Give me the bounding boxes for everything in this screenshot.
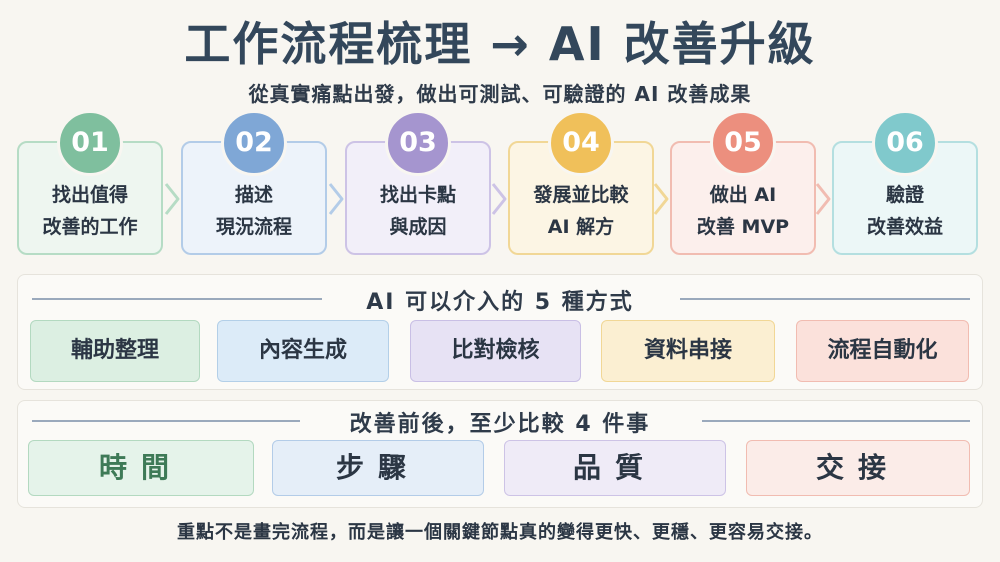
footer-note: 重點不是畫完流程，而是讓一個關鍵節點真的變得更快、更穩、更容易交接。 <box>177 522 823 543</box>
step-label-line2: AI 解方 <box>547 216 615 238</box>
ai-way-item: 資料串接 <box>601 320 775 382</box>
chevron-right-icon <box>815 183 831 215</box>
step-label-line1: 找出值得 <box>51 184 128 206</box>
step-number-badge: 05 <box>710 110 776 176</box>
divider-line <box>32 420 300 422</box>
step-number-badge: 01 <box>57 110 123 176</box>
step-label-line1: 做出 AI <box>709 184 777 206</box>
step-label-line2: 改善 MVP <box>696 216 790 238</box>
step-label: 找出值得 改善的工作 <box>19 179 161 243</box>
ai-ways-heading: AI 可以介入的 5 種方式 <box>366 290 634 315</box>
page-title: 工作流程梳理 → AI 改善升級 <box>184 17 816 71</box>
step-label: 做出 AI 改善 MVP <box>672 179 814 243</box>
step-label-line2: 現況流程 <box>215 216 292 238</box>
page-subtitle: 從真實痛點出發，做出可測試、可驗證的 AI 改善成果 <box>248 82 752 106</box>
step-flow: 找出值得 改善的工作 描述 現況流程 找出卡點 與成因 發展並比較 AI 解方 … <box>0 0 1000 270</box>
chevron-right-icon <box>653 183 669 215</box>
compare-item: 步驟 <box>272 440 484 496</box>
step-number-badge: 06 <box>872 110 938 176</box>
step-label-line1: 找出卡點 <box>379 184 456 206</box>
step-label: 發展並比較 AI 解方 <box>510 179 652 243</box>
ai-way-item: 流程自動化 <box>796 320 969 382</box>
chevron-right-icon <box>328 183 344 215</box>
chevron-right-icon <box>164 183 180 215</box>
ai-way-item: 比對檢核 <box>410 320 581 382</box>
ai-way-item: 輔助整理 <box>30 320 200 382</box>
compare-heading: 改善前後，至少比較 4 件事 <box>349 412 651 437</box>
step-label-line2: 與成因 <box>389 216 447 238</box>
compare-item: 時間 <box>28 440 254 496</box>
step-number-badge: 03 <box>385 110 451 176</box>
step-label-line1: 發展並比較 <box>533 184 629 206</box>
divider-line <box>680 298 970 300</box>
chevron-right-icon <box>491 183 507 215</box>
step-label-line1: 驗證 <box>885 184 924 206</box>
step-label-line2: 改善效益 <box>866 216 943 238</box>
compare-item: 交接 <box>746 440 970 496</box>
compare-item: 品質 <box>504 440 726 496</box>
step-card-01: 找出值得 改善的工作 <box>17 141 163 255</box>
step-label-line2: 改善的工作 <box>42 216 138 238</box>
step-number-badge: 04 <box>548 110 614 176</box>
step-label-line1: 描述 <box>234 184 273 206</box>
step-number-badge: 02 <box>221 110 287 176</box>
ai-way-item: 內容生成 <box>217 320 389 382</box>
step-label: 驗證 改善效益 <box>834 179 976 243</box>
step-label: 找出卡點 與成因 <box>347 179 489 243</box>
step-label: 描述 現況流程 <box>183 179 325 243</box>
divider-line <box>702 420 970 422</box>
divider-line <box>32 298 322 300</box>
